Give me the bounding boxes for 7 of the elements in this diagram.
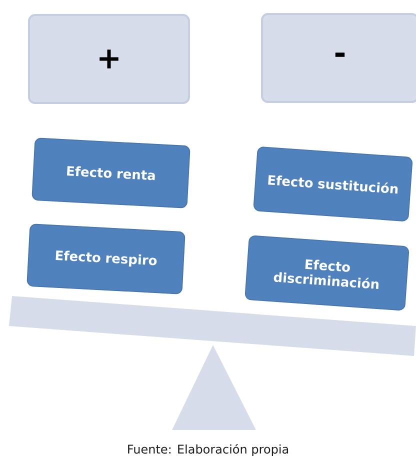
effect-box: Efecto discriminación — [244, 236, 409, 310]
caption: Fuente: Elaboración propia — [128, 444, 288, 456]
effect-box: Efecto sustitución — [253, 146, 412, 222]
effect-box: Efecto renta — [32, 138, 190, 208]
effect-box: Efecto respiro — [26, 224, 186, 294]
sign-box: + — [28, 14, 190, 104]
sign-box: - — [261, 13, 416, 103]
